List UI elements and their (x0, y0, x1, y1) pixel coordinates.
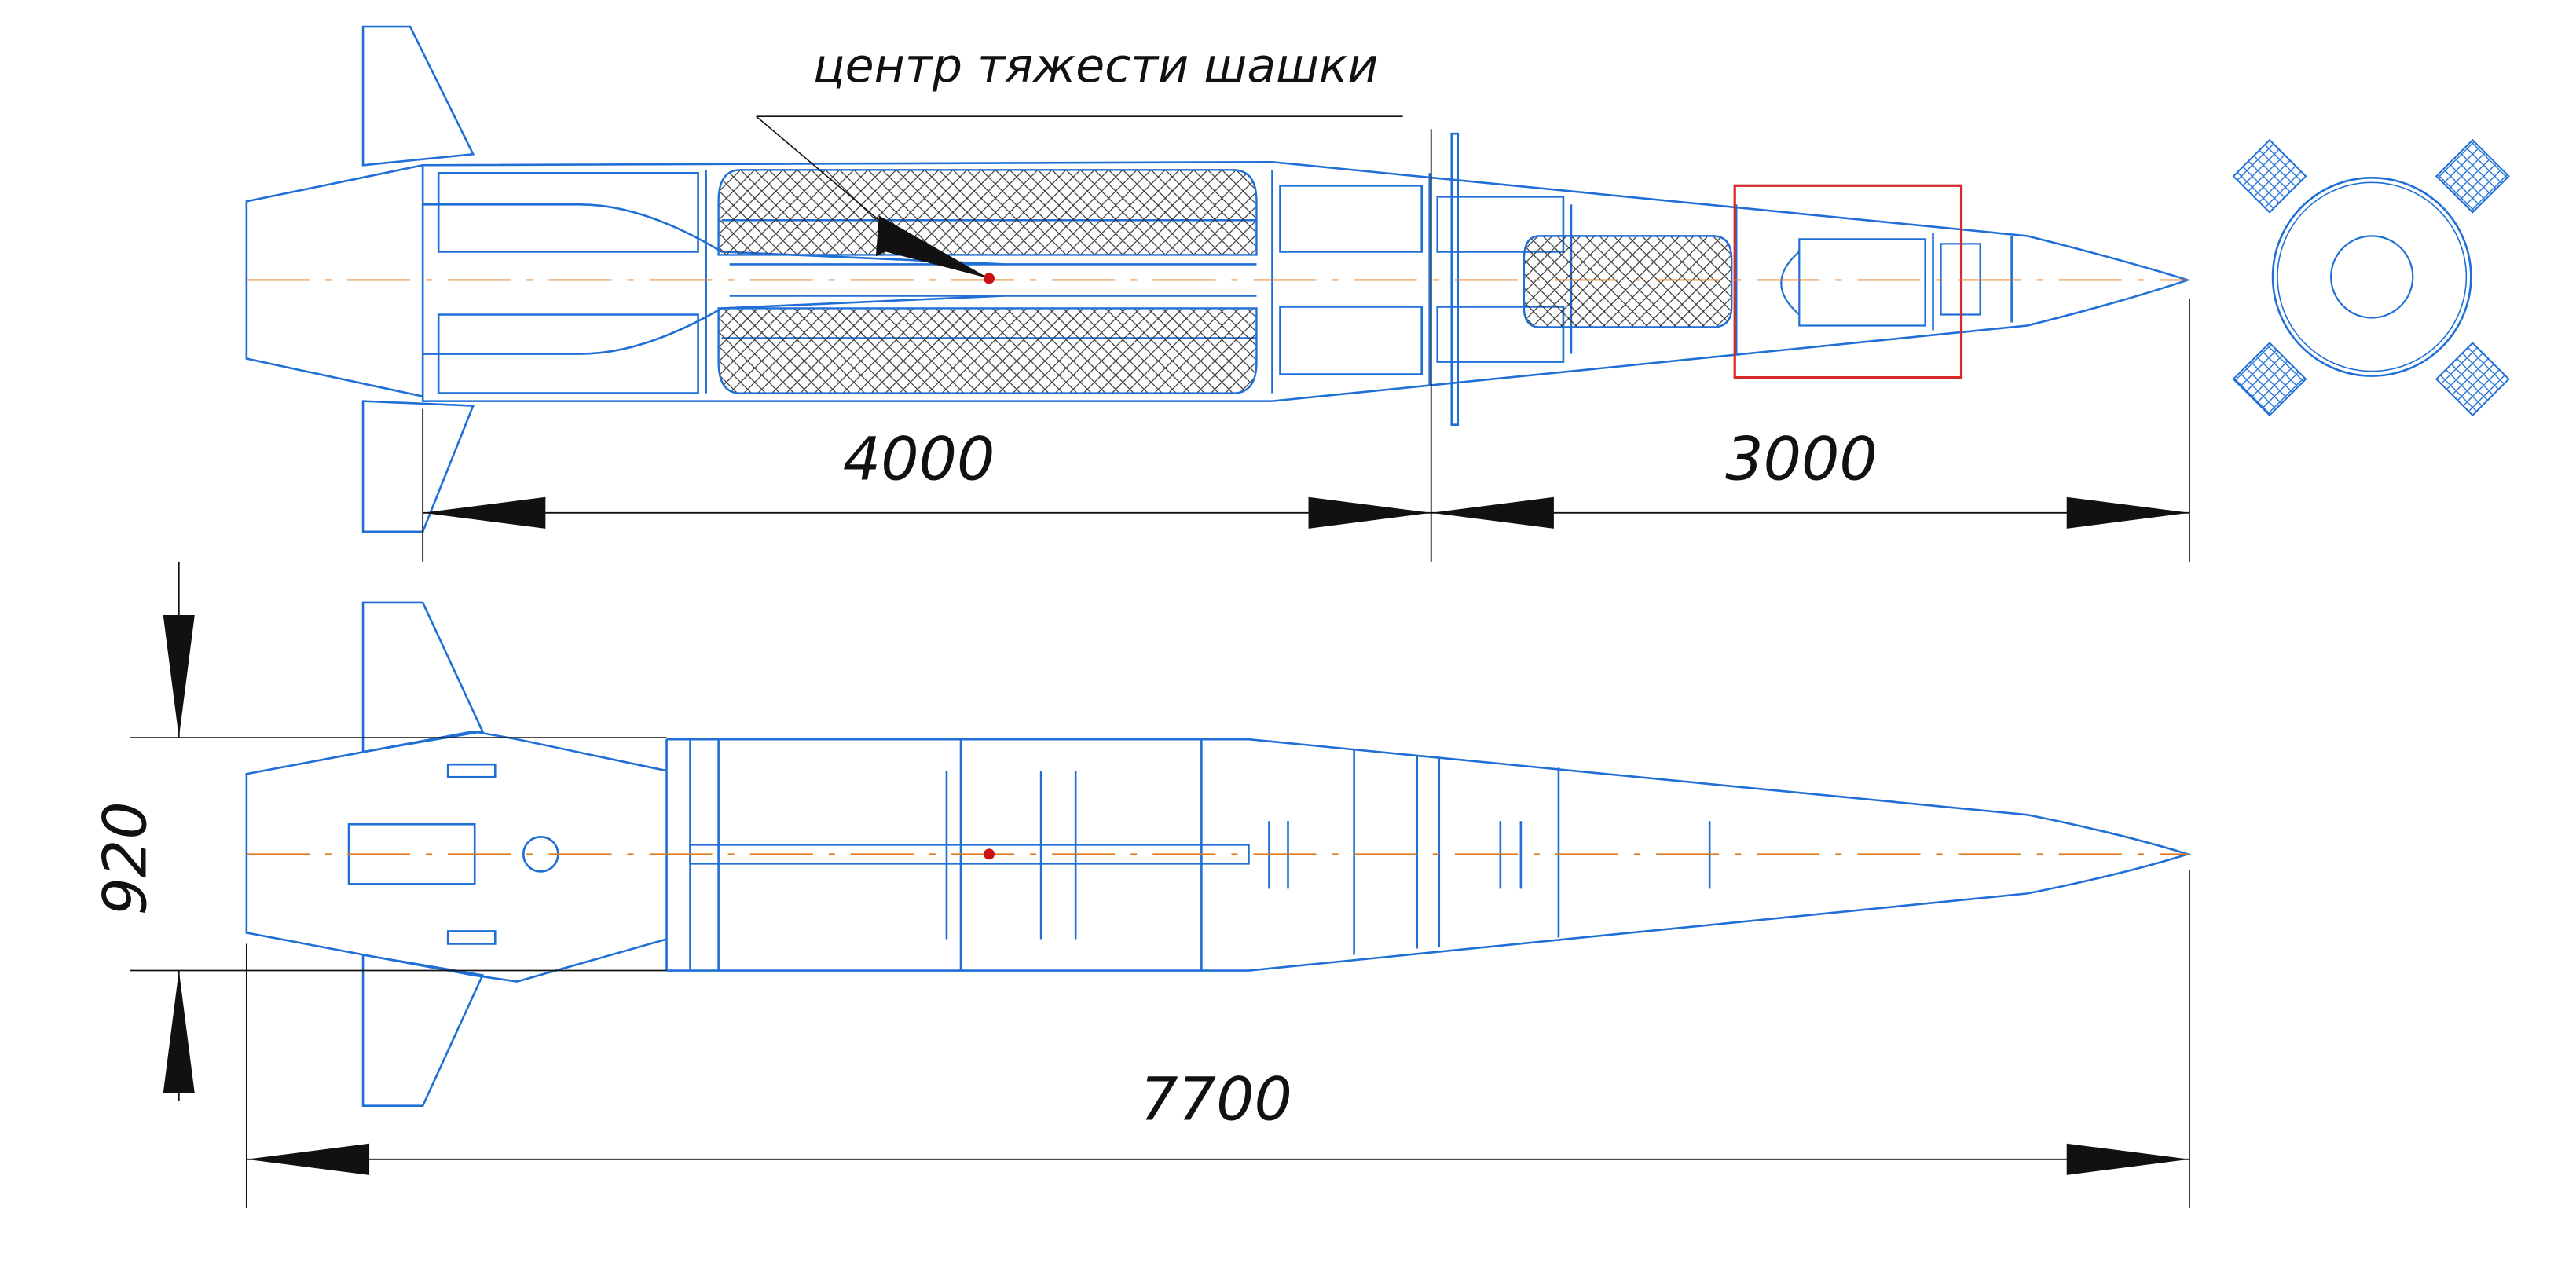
dim-920: 920 (90, 801, 160, 915)
forward-charge (1523, 235, 1733, 328)
fin-section-br (2435, 342, 2510, 417)
exterior-view (245, 601, 2192, 1108)
top-fin-exterior (361, 601, 485, 753)
section-view (245, 25, 2192, 533)
dim-7700: 7700 (1140, 1064, 1292, 1134)
fin-section-tr (2435, 138, 2510, 214)
cg-caption: центр тяжести шашки (813, 38, 1379, 93)
length-dimension (245, 870, 2190, 1208)
cross-section-view (2232, 138, 2510, 417)
dim-4000: 4000 (843, 424, 995, 494)
height-dimension (130, 561, 667, 1101)
highlight-box (1733, 184, 1963, 379)
cg-marker-top (756, 115, 1403, 284)
fin-section-tl (2232, 138, 2307, 214)
dim-3000: 3000 (1725, 424, 1878, 494)
top-fin (361, 25, 475, 167)
bottom-fin-exterior (361, 953, 485, 1108)
top-dimension-lines (422, 129, 2190, 562)
fin-section-bl (2232, 342, 2307, 417)
cg-marker-bottom (984, 848, 995, 860)
seeker-detail (1780, 238, 1981, 327)
warhead-charge (717, 169, 1258, 394)
